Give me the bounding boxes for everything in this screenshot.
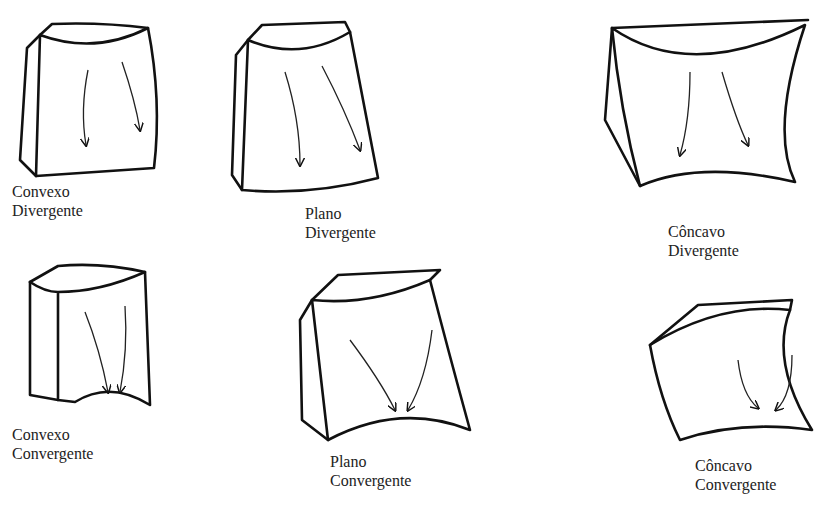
slope-caption: Côncavo Divergente: [668, 222, 739, 260]
concave-divergent-block: [605, 20, 808, 186]
flow-arrows: [83, 62, 792, 410]
convex-divergent-block: [20, 24, 157, 177]
planar-divergent-block: [232, 22, 378, 192]
slope-caption: Côncavo Convergente: [695, 456, 776, 494]
planar-convergent-block: [300, 270, 470, 440]
slope-caption: Convexo Convergente: [12, 425, 93, 463]
slope-caption: Plano Convergente: [330, 452, 411, 490]
slope-caption: Convexo Divergente: [12, 182, 83, 220]
concave-convergent-block: [650, 300, 812, 440]
slope-caption: Plano Divergente: [305, 204, 376, 242]
convex-convergent-block: [30, 265, 150, 405]
